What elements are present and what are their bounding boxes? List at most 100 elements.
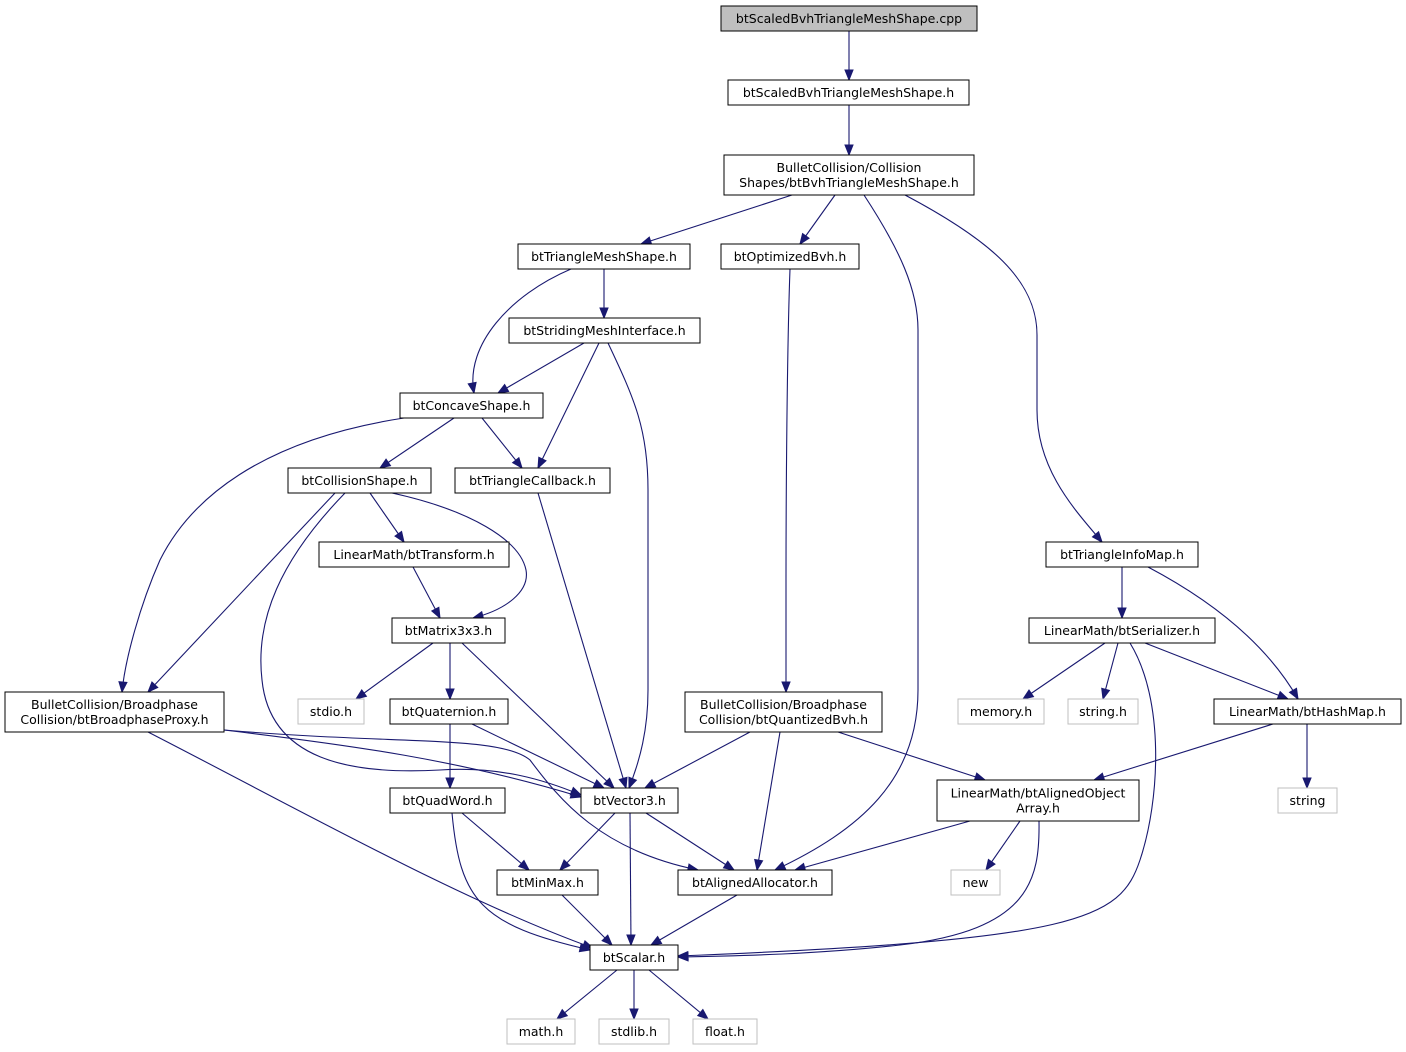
node-box: [589, 944, 679, 971]
node-box: [950, 869, 1001, 896]
node-bvhtrimesh-h[interactable]: BulletCollision/CollisionShapes/btBvhTri…: [723, 154, 975, 196]
edge-line: [1093, 723, 1274, 781]
node-box: [692, 1018, 758, 1045]
node-box: [391, 617, 506, 644]
edge-line: [650, 894, 738, 946]
edge-line: [537, 342, 600, 469]
node-memory-h: memory.h: [957, 698, 1045, 725]
arrowhead: [722, 860, 736, 871]
node-label: memory.h: [970, 704, 1032, 719]
node-box: [1277, 787, 1338, 814]
edge-concaveshape_h-to-broadphaseproxy_h: [118, 417, 405, 694]
edge-optimizedbvh_h-to-quantizedbvh_h: [781, 268, 791, 694]
edge-line: [837, 731, 986, 781]
arrowhead: [643, 778, 657, 789]
node-label: float.h: [705, 1024, 745, 1039]
node-minmax-h[interactable]: btMinMax.h: [496, 869, 599, 896]
node-box: [506, 1018, 576, 1045]
arrowhead: [430, 606, 441, 620]
edge-quaternion_h-to-quadword_h: [445, 724, 455, 790]
node-label: stdlib.h: [611, 1024, 657, 1039]
node-hashmap-h[interactable]: LinearMath/btHashMap.h: [1213, 698, 1402, 725]
edge-stridingmesh_h-to-vector3_h: [607, 342, 649, 790]
edge-line: [461, 812, 530, 871]
edge-vector3_h-to-scalar_h: [626, 812, 636, 947]
edge-line: [121, 417, 405, 693]
node-alignedallocator-h[interactable]: btAlignedAllocator.h: [677, 869, 833, 896]
arrowhead: [1021, 689, 1035, 700]
edge-line: [379, 417, 455, 469]
node-box: [389, 787, 506, 814]
edge-trianglecallback_h-to-vector3_h: [537, 492, 628, 790]
node-box: [677, 869, 833, 896]
node-serializer-h[interactable]: LinearMath/btSerializer.h: [1028, 617, 1216, 644]
node-vector3-h[interactable]: btVector3.h: [580, 787, 679, 814]
arrowhead: [696, 1008, 710, 1020]
arrowhead: [1091, 530, 1103, 544]
node-stdlib-h: stdlib.h: [598, 1018, 670, 1045]
edge-line: [223, 729, 699, 871]
node-scaledbvh-h[interactable]: btScaledBvhTriangleMeshShape.h: [727, 79, 970, 106]
node-transform-h[interactable]: LinearMath/btTransform.h: [318, 541, 510, 568]
edge-line: [677, 642, 1157, 957]
arrowhead: [354, 688, 368, 700]
arrowhead: [603, 777, 615, 789]
edge-line: [537, 492, 627, 789]
node-label: Shapes/btBvhTriangleMeshShape.h: [739, 175, 959, 190]
node-matrix3x3-h[interactable]: btMatrix3x3.h: [391, 617, 506, 644]
node-trimeshshape-h[interactable]: btTriangleMeshShape.h: [517, 243, 691, 270]
node-quaternion-h[interactable]: btQuaternion.h: [389, 698, 509, 725]
arrowhead: [1302, 777, 1312, 790]
arrowhead: [676, 952, 689, 962]
edge-line: [391, 492, 527, 619]
edge-serializer_h-to-hashmap_h: [1144, 642, 1290, 700]
arrowhead: [378, 458, 392, 469]
node-label: btTriangleMeshShape.h: [531, 249, 677, 264]
node-label: btQuadWord.h: [402, 793, 492, 808]
edge-line: [355, 642, 434, 700]
node-scalar-h[interactable]: btScalar.h: [589, 944, 679, 971]
node-optimizedbvh-h[interactable]: btOptimizedBvh.h: [720, 243, 860, 270]
arrowhead: [1117, 607, 1127, 620]
node-stridingmesh-h[interactable]: btStridingMeshInterface.h: [508, 317, 701, 344]
node-label: LinearMath/btSerializer.h: [1044, 623, 1200, 638]
arrowhead: [1288, 687, 1299, 701]
node-root[interactable]: btScaledBvhTriangleMeshShape.cpp: [720, 5, 978, 32]
node-box: [720, 5, 978, 32]
node-triangleinfomap-h[interactable]: btTriangleInfoMap.h: [1045, 541, 1199, 568]
edge-line: [904, 194, 1103, 543]
node-concaveshape-h[interactable]: btConcaveShape.h: [399, 392, 544, 419]
node-collisionshape-h[interactable]: btCollisionShape.h: [287, 467, 432, 494]
node-label: math.h: [519, 1024, 564, 1039]
edge-quantizedbvh_h-to-alignedallocator_h: [754, 731, 781, 872]
edge-line: [640, 194, 793, 245]
edge-line: [147, 492, 336, 693]
node-quadword-h[interactable]: btQuadWord.h: [389, 787, 506, 814]
edge-line: [497, 342, 585, 394]
arrowhead: [599, 307, 609, 320]
edge-transform_h-to-matrix3x3_h: [412, 566, 441, 620]
arrowhead: [1276, 690, 1290, 700]
edge-quantizedbvh_h-to-vector3_h: [643, 731, 751, 789]
edge-line: [472, 268, 572, 394]
edge-scalar_h-to-math_h: [555, 969, 618, 1020]
edge-quadword_h-to-minmax_h: [461, 812, 531, 871]
node-box: [684, 691, 883, 733]
node-broadphaseproxy-h[interactable]: BulletCollision/BroadphaseCollision/btBr…: [4, 691, 225, 733]
node-box: [936, 779, 1140, 822]
node-box: [720, 243, 860, 270]
node-quantizedbvh-h[interactable]: BulletCollision/BroadphaseCollision/btQu…: [684, 691, 883, 733]
node-trianglecallback-h[interactable]: btTriangleCallback.h: [454, 467, 611, 494]
node-string: string: [1277, 787, 1338, 814]
node-label: btMatrix3x3.h: [405, 623, 492, 638]
node-label: btVector3.h: [593, 793, 666, 808]
node-label: btConcaveShape.h: [413, 398, 531, 413]
edge-line: [607, 342, 649, 789]
node-label: stdio.h: [310, 704, 352, 719]
edge-triangleinfomap_h-to-serializer_h: [1117, 567, 1127, 620]
edge-line: [147, 731, 594, 949]
node-label: Collision/btQuantizedBvh.h: [699, 712, 868, 727]
node-label: btTriangleCallback.h: [469, 473, 596, 488]
node-label: BulletCollision/Collision: [777, 160, 922, 175]
